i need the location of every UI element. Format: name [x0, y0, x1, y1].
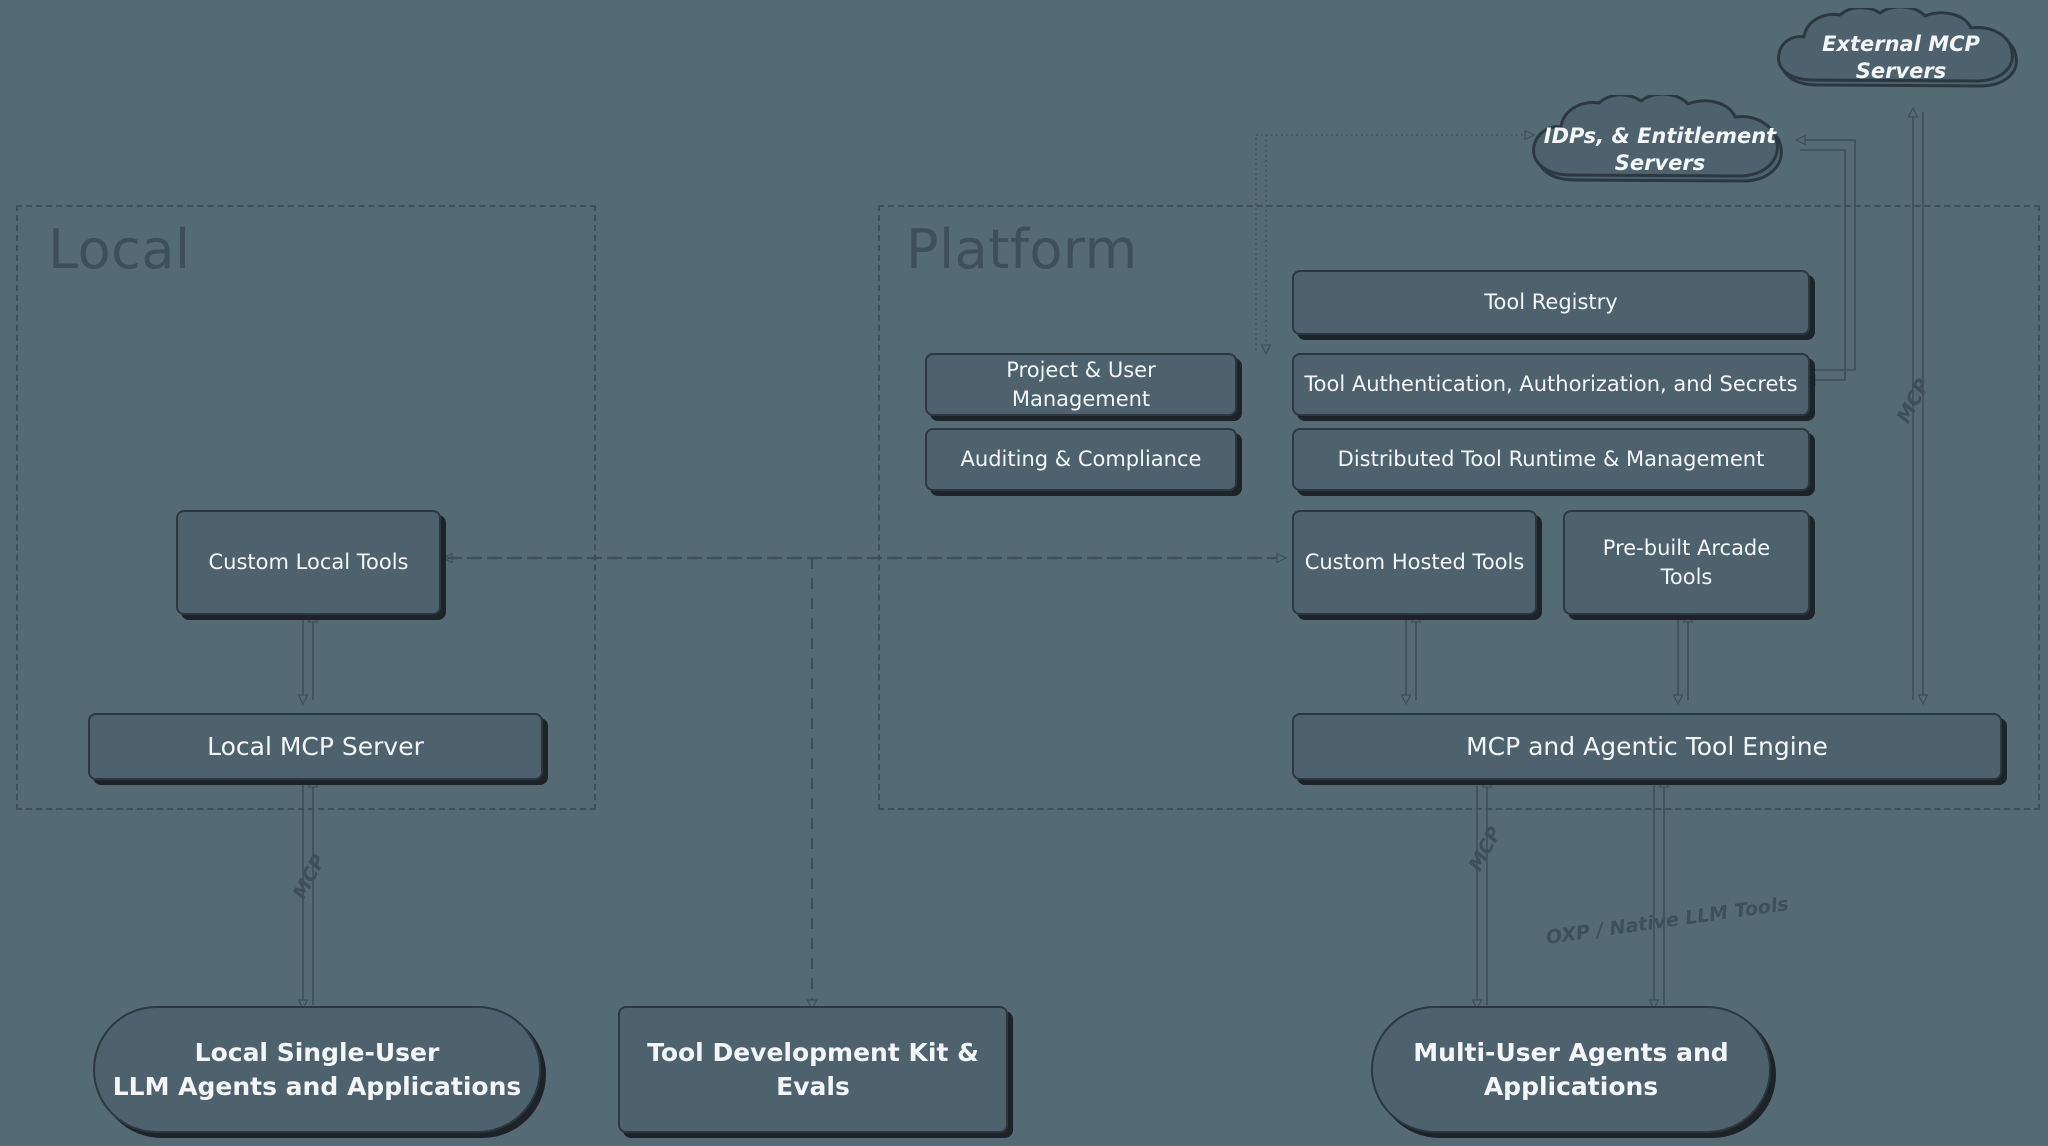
cloud-external-mcp-servers: External MCP Servers	[1770, 8, 2032, 108]
node-distributed-tool-runtime[interactable]: Distributed Tool Runtime & Management	[1292, 428, 1810, 491]
node-local-mcp-server-label: Local MCP Server	[207, 731, 424, 761]
node-custom-local-tools-label: Custom Local Tools	[208, 550, 409, 575]
node-tool-registry[interactable]: Tool Registry	[1292, 270, 1810, 335]
node-local-single-user-agents-line2: LLM Agents and Applications	[112, 1071, 522, 1101]
node-multi-user-agents-line2: Applications	[1483, 1071, 1659, 1101]
cloud-shape-icon	[1532, 95, 1783, 183]
node-prebuilt-arcade-tools-label: Pre-built Arcade Tools	[1602, 536, 1771, 589]
node-project-user-management-label: Project & User Management	[1006, 358, 1156, 411]
node-tool-development-kit-label: Tool Development Kit & Evals	[647, 1037, 979, 1101]
zone-local	[16, 205, 596, 810]
node-tool-authentication-label: Tool Authentication, Authorization, and …	[1304, 372, 1798, 397]
cloud-idps-entitlement-servers-label: IDPs, & Entitlement Servers	[1543, 123, 1777, 175]
node-tool-authentication[interactable]: Tool Authentication, Authorization, and …	[1292, 353, 1810, 416]
node-mcp-agentic-tool-engine-label: MCP and Agentic Tool Engine	[1466, 731, 1828, 761]
cloud-idps-entitlement-servers: IDPs, & Entitlement Servers	[1525, 95, 1795, 205]
zone-platform-title: Platform	[906, 218, 1138, 281]
node-local-single-user-agents[interactable]: Local Single-User LLM Agents and Applica…	[93, 1006, 541, 1133]
node-multi-user-agents[interactable]: Multi-User Agents and Applications	[1371, 1006, 1771, 1133]
node-custom-local-tools[interactable]: Custom Local Tools	[176, 510, 441, 615]
zone-local-title: Local	[48, 218, 191, 281]
node-tool-development-kit[interactable]: Tool Development Kit & Evals	[618, 1006, 1008, 1133]
cloud-shape-icon	[1777, 8, 2018, 88]
node-distributed-tool-runtime-label: Distributed Tool Runtime & Management	[1337, 447, 1765, 472]
node-custom-hosted-tools-label: Custom Hosted Tools	[1304, 550, 1525, 575]
node-mcp-agentic-tool-engine[interactable]: MCP and Agentic Tool Engine	[1292, 713, 2002, 780]
node-project-user-management[interactable]: Project & User Management	[925, 353, 1237, 416]
edge-label-mcp-local: MCP	[288, 851, 331, 903]
cloud-external-mcp-servers-label: External MCP Servers	[1822, 31, 1980, 83]
node-multi-user-agents-line1: Multi-User Agents and	[1413, 1037, 1729, 1067]
edge-label-oxp-native-llm-tools: OXP / Native LLM Tools	[1544, 893, 1790, 949]
node-auditing-compliance[interactable]: Auditing & Compliance	[925, 428, 1237, 491]
node-auditing-compliance-label: Auditing & Compliance	[960, 447, 1202, 472]
node-custom-hosted-tools[interactable]: Custom Hosted Tools	[1292, 510, 1537, 615]
edge-label-mcp-platform: MCP	[1464, 823, 1507, 875]
node-local-mcp-server[interactable]: Local MCP Server	[88, 713, 543, 780]
node-local-single-user-agents-line1: Local Single-User	[194, 1037, 440, 1067]
node-tool-registry-label: Tool Registry	[1484, 290, 1618, 315]
node-prebuilt-arcade-tools[interactable]: Pre-built Arcade Tools	[1563, 510, 1810, 615]
